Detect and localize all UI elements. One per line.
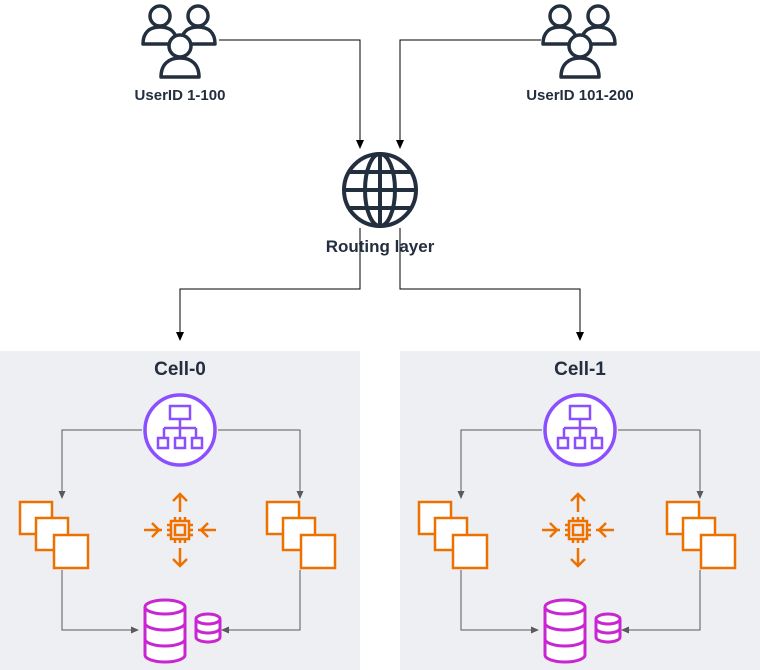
cell-0-title: Cell-0: [154, 359, 206, 380]
database-icon: [143, 598, 222, 664]
instances-stack-icon: [665, 500, 737, 570]
cell0-lb-to-left-instances: [58, 429, 142, 499]
cell1-left-instances-to-db: [460, 570, 539, 634]
connector-routing-to-cell0: [176, 228, 361, 341]
connector-routing-to-cell1: [399, 228, 584, 341]
auto-scaling-chip-icon: [144, 492, 216, 568]
auto-scaling-chip-icon: [542, 492, 614, 568]
instances-stack-icon: [417, 500, 489, 570]
routing-layer-label: Routing layer: [325, 237, 435, 256]
cell1-lb-to-right-instances: [618, 429, 704, 499]
cell1-right-instances-to-db: [621, 570, 701, 634]
instances-stack-icon: [265, 500, 337, 570]
users-group-icon: [141, 4, 217, 79]
cell0-right-instances-to-db: [221, 570, 301, 634]
globe-icon: [342, 152, 418, 228]
users-2-label: UserID 101-200: [526, 87, 634, 104]
instances-stack-icon: [18, 500, 90, 570]
database-icon: [543, 598, 622, 664]
connector-users2-to-routing: [396, 39, 541, 149]
cell0-left-instances-to-db: [61, 570, 139, 634]
users-group-icon: [541, 4, 617, 79]
cell1-lb-to-left-instances: [457, 429, 542, 499]
connector-users1-to-routing: [219, 39, 364, 149]
users-1-label: UserID 1-100: [134, 87, 226, 104]
cell-1-title: Cell-1: [554, 359, 606, 380]
load-balancer-icon: [543, 393, 617, 467]
load-balancer-icon: [143, 393, 217, 467]
cell0-lb-to-right-instances: [218, 429, 304, 499]
